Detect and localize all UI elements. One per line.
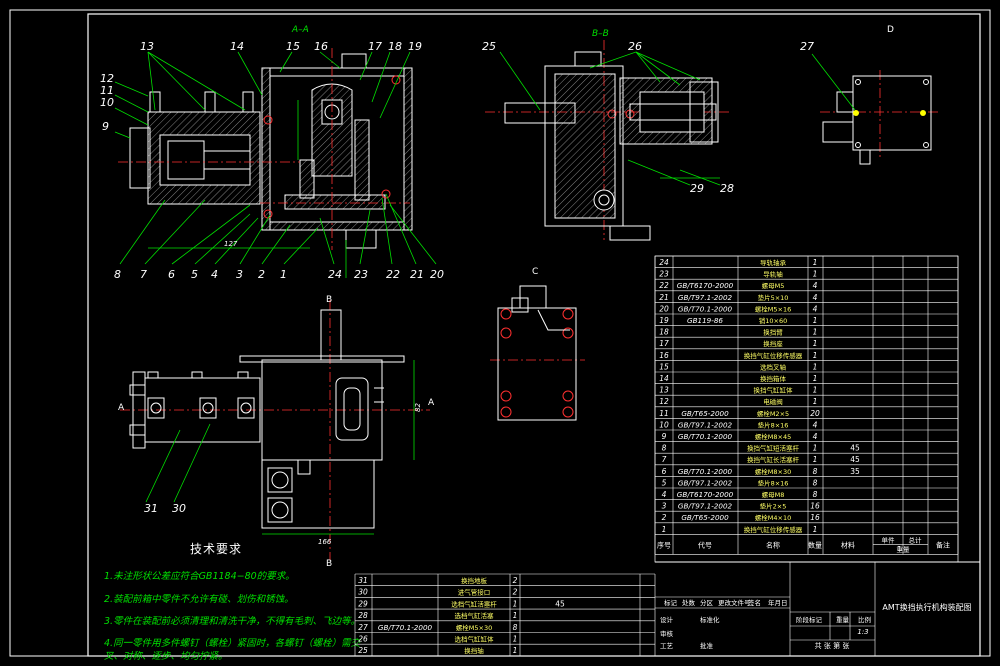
dimension-labels: 127 82 166 <box>224 240 422 546</box>
notes-line-5: 叉、对称、逐步、均匀拧紧。 <box>104 651 228 662</box>
leader-lines-plan <box>145 360 415 535</box>
callout-13: 13 <box>140 40 154 53</box>
callout-22: 22 <box>386 268 400 281</box>
callout-11: 11 <box>100 84 114 97</box>
notes-line-1: 1.未注形状公差应符合GB1184−80的要求。 <box>104 571 295 582</box>
notes-title: 技术要求 <box>190 542 243 556</box>
callout-14: 14 <box>230 40 244 53</box>
view-d <box>822 75 932 165</box>
callout-10: 10 <box>100 96 114 109</box>
callout-5: 5 <box>191 268 198 281</box>
view-c <box>497 285 577 421</box>
drawing-labels: A–A B–B C D B B A A <box>118 25 894 569</box>
notes-line-3: 3.零件在装配前必须清理和清洗干净，不得有毛刺、飞边等。 <box>104 616 361 627</box>
section-aa-view <box>129 53 413 249</box>
dim-127: 127 <box>224 240 238 248</box>
callout-25: 25 <box>482 40 496 53</box>
callout-20: 20 <box>430 268 444 281</box>
callout-1: 1 <box>280 268 287 281</box>
callout-23: 23 <box>354 268 368 281</box>
callout-24: 24 <box>328 268 342 281</box>
callout-17: 17 <box>368 40 382 53</box>
callout-8: 8 <box>114 268 121 281</box>
callout-28: 28 <box>720 182 734 195</box>
callout-15: 15 <box>286 40 300 53</box>
label-d: D <box>887 25 894 35</box>
label-c: C <box>532 267 538 277</box>
callout-29: 29 <box>690 182 704 195</box>
dim-166: 166 <box>318 538 332 546</box>
callout-26: 26 <box>628 40 642 53</box>
inner-frame <box>87 13 981 657</box>
leader-lines-aa <box>114 51 437 278</box>
notes-line-4: 4.同一零件用多件螺钉（螺栓）紧固时，各螺钉（螺栓）需交 <box>104 638 361 649</box>
callout-27: 27 <box>800 40 814 53</box>
callout-18: 18 <box>388 40 402 53</box>
label-b-top: B <box>326 295 332 305</box>
callout-12: 12 <box>100 72 114 85</box>
label-b-bottom: B <box>326 559 332 569</box>
callout-2: 2 <box>258 268 265 281</box>
bolt-markers <box>263 75 635 418</box>
callout-19: 19 <box>408 40 422 53</box>
callout-4: 4 <box>211 268 218 281</box>
callout-31: 31 <box>144 502 158 515</box>
view-d-markers <box>811 53 926 116</box>
callout-30: 30 <box>172 502 186 515</box>
callout-16: 16 <box>314 40 328 53</box>
dim-82: 82 <box>414 403 422 412</box>
bom-table-grid <box>654 255 959 563</box>
callout-6: 6 <box>168 268 175 281</box>
callout-21: 21 <box>410 268 424 281</box>
callout-numbers: 13 14 15 16 17 18 19 25 26 27 12 11 10 9… <box>100 40 814 515</box>
leader-lines-bb <box>499 51 721 186</box>
label-aa: A–A <box>291 25 309 35</box>
callout-7: 7 <box>140 268 147 281</box>
section-bb-view <box>504 51 719 241</box>
notes-line-2: 2.装配前箱中零件不允许有碰、划伤和锈蚀。 <box>104 594 294 605</box>
callout-3: 3 <box>236 268 243 281</box>
outer-frame <box>9 9 991 657</box>
plan-view <box>129 309 405 529</box>
label-a-right: A <box>428 398 435 408</box>
callout-9: 9 <box>102 120 109 133</box>
label-a-left: A <box>118 403 125 413</box>
label-bb: B–B <box>592 29 609 39</box>
